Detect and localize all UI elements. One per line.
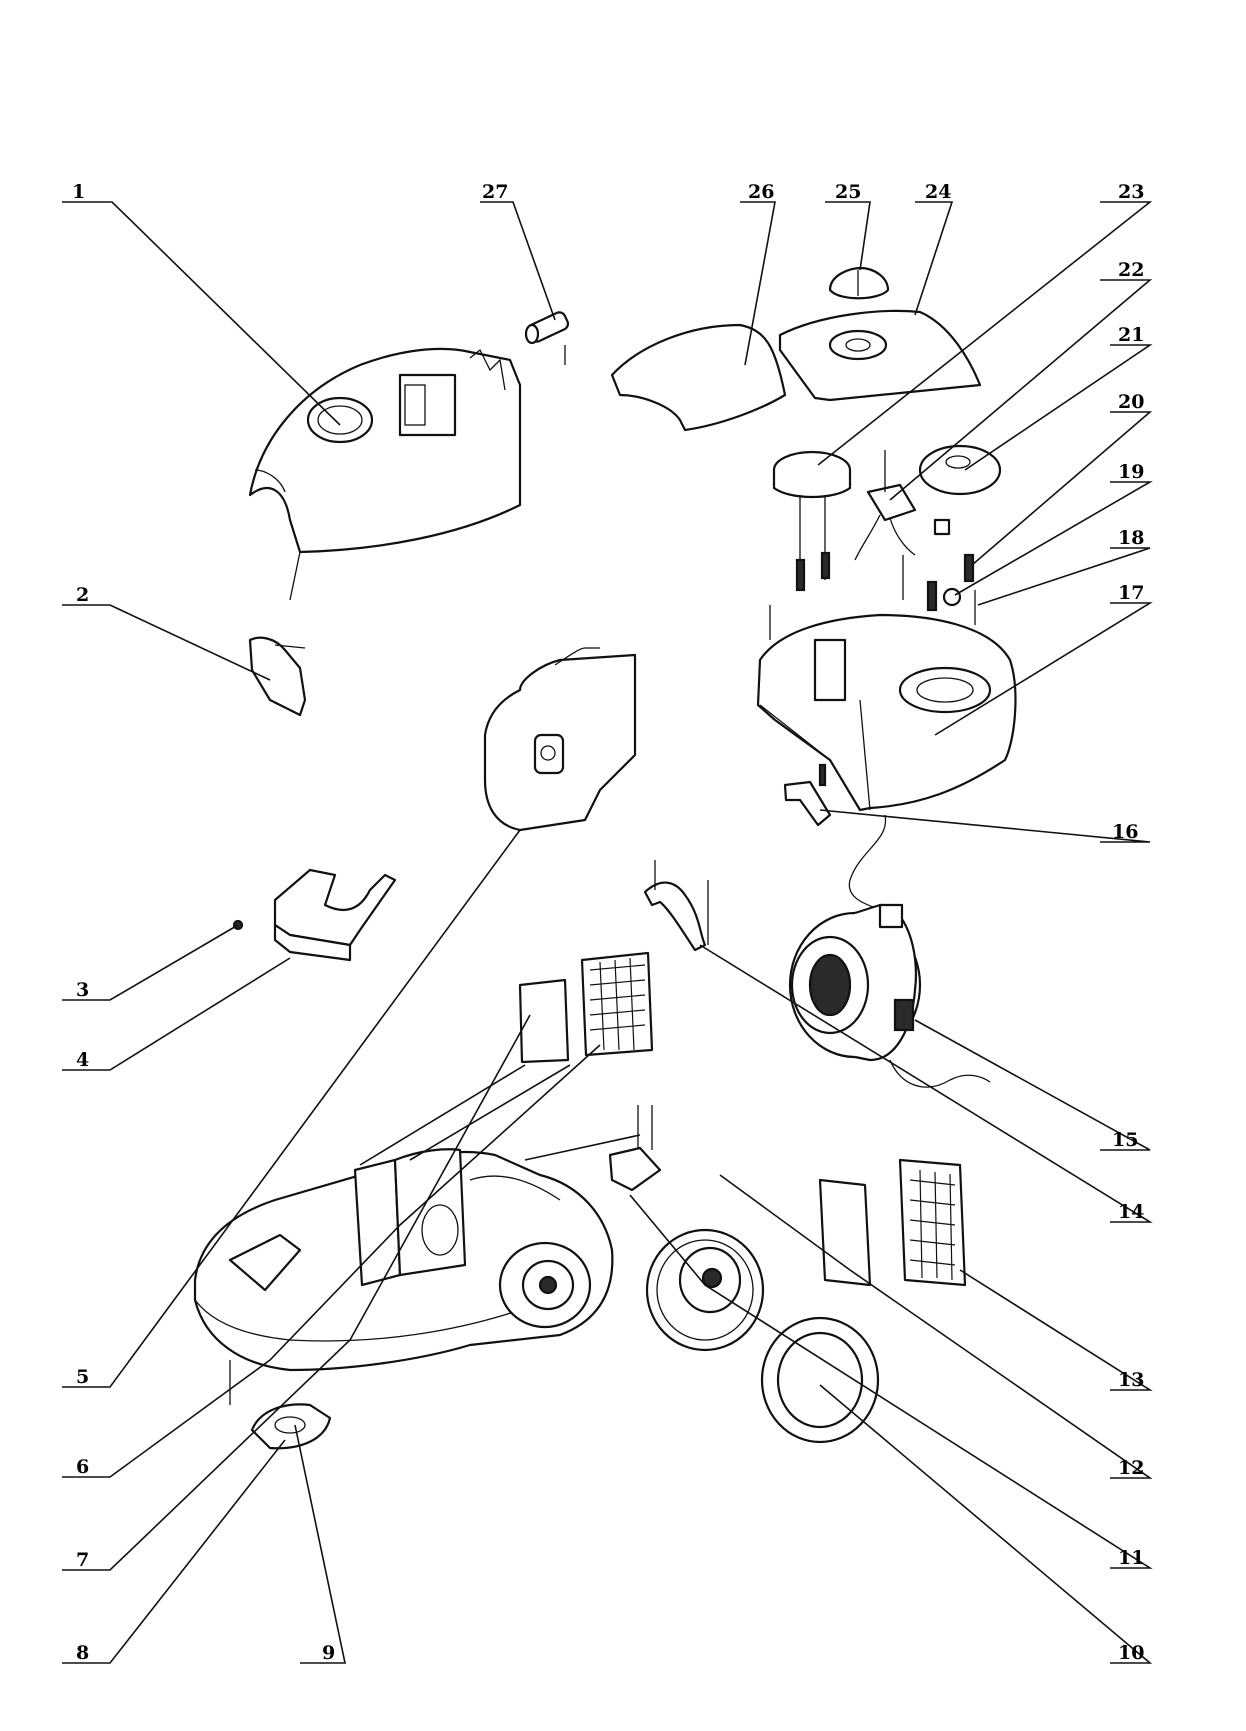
part-26-cover-plate: [610, 323, 787, 432]
part-latch-center: [608, 1105, 662, 1192]
part-17-chassis: [756, 613, 1017, 812]
callout-12: 12: [1118, 1457, 1144, 1479]
part-12-filter: [818, 1178, 872, 1287]
part-21-round-cap: [918, 444, 1002, 496]
callout-14: 14: [1118, 1201, 1144, 1223]
leader-lines: [62, 201, 1153, 1664]
part-23-cap: [772, 450, 852, 580]
part-11-wheel: [645, 1228, 765, 1352]
callout-5: 5: [76, 1366, 89, 1388]
part-27-cylinder: [524, 311, 570, 365]
part-1-top-housing: [248, 347, 522, 601]
part-14-bracket: [643, 860, 709, 952]
callout-1: 1: [72, 181, 85, 203]
callout-26: 26: [748, 181, 774, 203]
part-6-7-base: [193, 1148, 614, 1372]
callout-labels: 1 27 26 25 24 23 22 21 20 19 18 17 16 15…: [72, 181, 1144, 1664]
callout-17: 17: [1118, 582, 1144, 604]
callout-7: 7: [76, 1549, 89, 1571]
callout-11: 11: [1118, 1547, 1144, 1569]
part-4-u-bracket: [232, 868, 397, 962]
part-16-clip: [783, 763, 832, 827]
callout-19: 19: [1118, 461, 1144, 483]
callout-13: 13: [1118, 1369, 1144, 1391]
callout-27: 27: [482, 181, 508, 203]
callout-18: 18: [1118, 527, 1144, 549]
callout-25: 25: [835, 181, 861, 203]
springs-and-screws: [769, 551, 976, 640]
callout-2: 2: [76, 584, 89, 606]
callout-9: 9: [322, 1642, 335, 1664]
part-10-ring: [760, 1316, 880, 1444]
motor-cable: [848, 814, 887, 911]
callout-20: 20: [1118, 391, 1144, 413]
callout-23: 23: [1118, 181, 1144, 203]
callout-22: 22: [1118, 259, 1144, 281]
part-13-filter-grid: [898, 1158, 967, 1287]
callout-15: 15: [1112, 1129, 1138, 1151]
callout-16: 16: [1112, 821, 1138, 843]
part-22-switch: [854, 450, 951, 561]
callout-3: 3: [76, 979, 89, 1001]
part-2-flap: [248, 636, 307, 717]
part-15-motor: [788, 903, 991, 1088]
callout-10: 10: [1118, 1642, 1144, 1664]
part-filters-top: [518, 951, 654, 1064]
part-5-back-plate: [483, 647, 637, 832]
callout-6: 6: [76, 1456, 89, 1478]
callout-8: 8: [76, 1642, 89, 1664]
part-24-top-lid: [778, 309, 982, 402]
callout-21: 21: [1118, 324, 1144, 346]
callout-24: 24: [925, 181, 951, 203]
part-25-knob: [828, 266, 890, 300]
callout-4: 4: [76, 1049, 89, 1071]
